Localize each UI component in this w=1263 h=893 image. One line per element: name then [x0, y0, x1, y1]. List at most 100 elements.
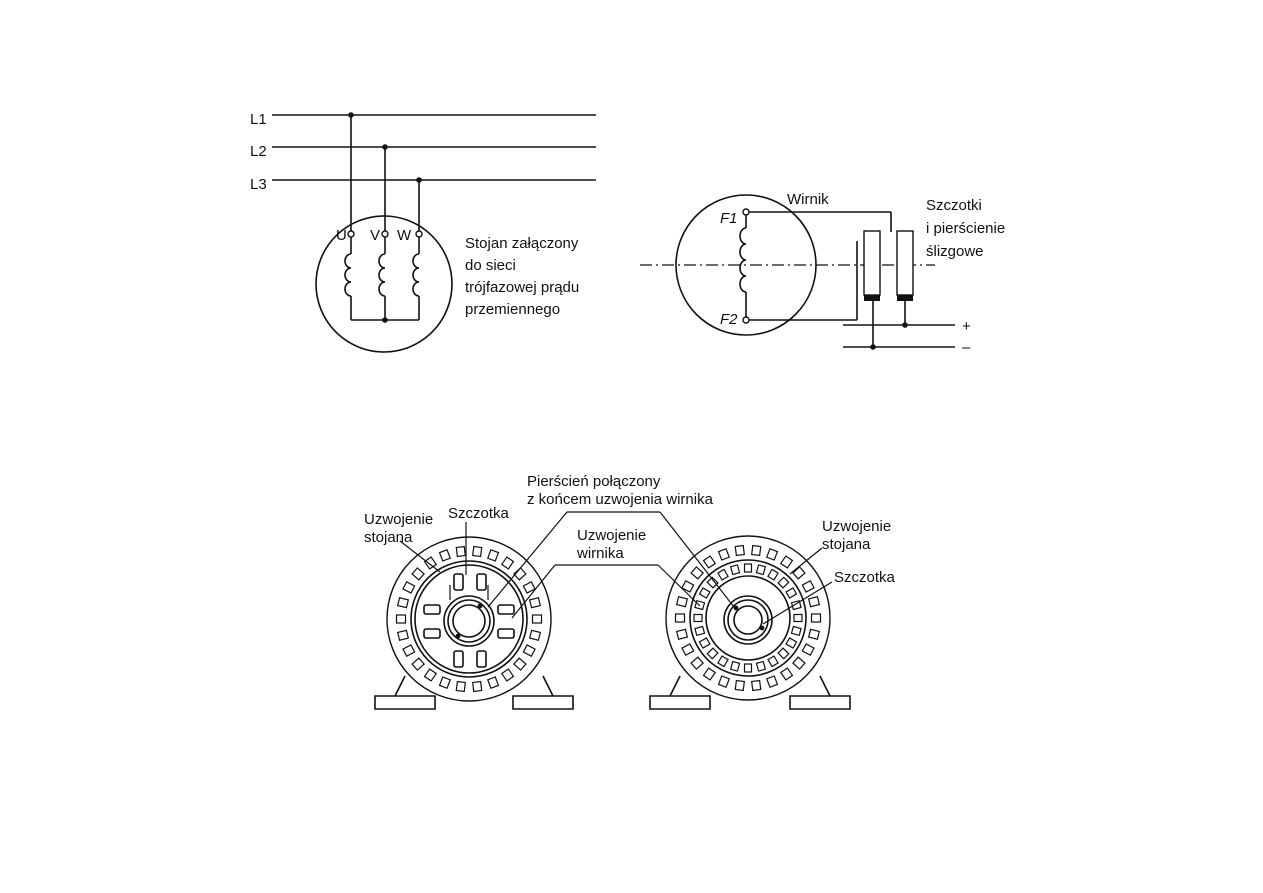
- slot: [681, 579, 695, 593]
- stator-winding-right-1: Uzwojenie: [822, 518, 891, 535]
- stator-winding-right-2: stojana: [822, 536, 871, 553]
- stator-circuit: L1 L2 L3 U V W: [250, 111, 596, 353]
- minus-sign: –: [962, 339, 971, 356]
- slot: [792, 656, 806, 670]
- slot: [675, 628, 689, 640]
- stator-caption-3: trójfazowej prądu: [465, 279, 579, 296]
- slot: [500, 668, 515, 682]
- slot: [690, 566, 704, 580]
- slot: [531, 614, 543, 624]
- slot: [675, 596, 689, 608]
- brushes-label-1: Szczotki: [926, 197, 982, 214]
- slot: [755, 660, 767, 672]
- rotor-circuit: F1 F2 Wirnik + – Szczotki i pierścienie …: [640, 191, 1005, 356]
- slot: [734, 679, 745, 692]
- slot: [729, 564, 741, 576]
- slot: [810, 613, 822, 623]
- slot: [790, 625, 802, 637]
- brush-right-label: Szczotka: [834, 569, 896, 586]
- label-l1: L1: [250, 111, 267, 128]
- stator-slots-right: [674, 544, 822, 692]
- ring-label-2: z końcem uzwojenia wirnika: [527, 491, 714, 508]
- slot: [522, 580, 536, 594]
- label-w: W: [397, 227, 412, 244]
- slot: [792, 566, 806, 580]
- slot: [402, 644, 416, 658]
- slot: [455, 545, 466, 558]
- slot: [411, 657, 425, 671]
- stator-slots-left: [395, 545, 543, 693]
- stator-coil-u: [344, 237, 352, 320]
- slot: [674, 613, 686, 623]
- slot: [402, 580, 416, 594]
- slot: [717, 655, 729, 668]
- slot: [513, 657, 527, 671]
- stator-caption-4: przemiennego: [465, 301, 560, 318]
- machine-left: [374, 536, 574, 710]
- label-f2: F2: [720, 311, 738, 328]
- terminal-f1: [742, 208, 750, 216]
- slot: [777, 647, 790, 660]
- slot: [801, 643, 815, 657]
- slip-ring-right: [896, 230, 914, 296]
- slot: [706, 647, 719, 660]
- rotor-winding-2: wirnika: [576, 545, 624, 562]
- slot: [411, 567, 425, 581]
- stator-coil-w: [412, 237, 420, 320]
- label-u: U: [336, 227, 347, 244]
- slot: [767, 655, 779, 668]
- slot: [702, 555, 717, 569]
- slot: [396, 597, 410, 609]
- slot: [807, 628, 821, 640]
- slot: [807, 596, 821, 608]
- label-l2: L2: [250, 143, 267, 160]
- plus-sign: +: [962, 318, 971, 335]
- machine-right: [649, 535, 851, 710]
- slot: [438, 548, 452, 562]
- stator-caption-2: do sieci: [465, 257, 516, 274]
- ring-label-1: Pierścień połączony: [527, 473, 661, 490]
- slip-ring-left: [863, 230, 881, 296]
- slot: [765, 675, 779, 689]
- slot: [751, 544, 762, 557]
- slot: [717, 675, 731, 689]
- slot: [779, 667, 794, 681]
- slot: [717, 568, 729, 581]
- label-l3: L3: [250, 176, 267, 193]
- slot: [522, 644, 536, 658]
- slot: [734, 544, 745, 557]
- slot: [702, 667, 717, 681]
- slot: [486, 548, 500, 562]
- slot: [751, 679, 762, 692]
- rotor-label: Wirnik: [787, 191, 829, 208]
- rotor-slots-right: [693, 563, 803, 673]
- slot: [486, 676, 500, 690]
- brushes-label-2: i pierścienie: [926, 220, 1005, 237]
- slot: [694, 625, 706, 637]
- slot: [717, 547, 731, 561]
- stator-caption-1: Stojan załączony: [465, 235, 579, 252]
- slot: [793, 613, 803, 623]
- brushes-label-3: ślizgowe: [926, 243, 984, 260]
- slot: [395, 614, 407, 624]
- stator-winding-left-2: stojana: [364, 529, 413, 546]
- terminal-f2: [742, 316, 750, 324]
- stator-coil-v: [378, 237, 386, 320]
- slot: [681, 643, 695, 657]
- machines: Pierścień połączony z końcem uzwojenia w…: [364, 473, 896, 710]
- slot: [779, 555, 794, 569]
- slot: [698, 587, 711, 599]
- slot: [785, 587, 798, 599]
- slot: [755, 564, 767, 576]
- stator-winding-left-1: Uzwojenie: [364, 511, 433, 528]
- slot: [690, 656, 704, 670]
- brush-right: [897, 295, 913, 301]
- slot: [423, 668, 438, 682]
- slot: [785, 637, 798, 649]
- slot: [693, 613, 703, 623]
- slot: [528, 597, 542, 609]
- slot: [743, 563, 753, 573]
- rotor-winding-1: Uzwojenie: [577, 527, 646, 544]
- slot: [500, 556, 515, 570]
